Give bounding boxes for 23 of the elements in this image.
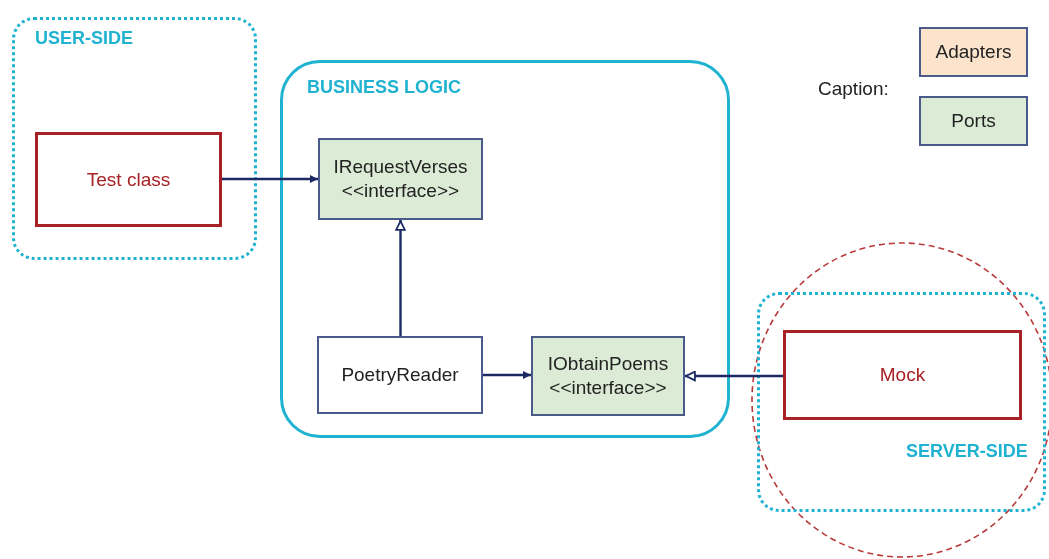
caption-label: Caption:: [818, 78, 889, 100]
class-box: [317, 336, 483, 414]
legend-swatch: Adapters: [919, 27, 1028, 77]
arrow: [222, 175, 318, 183]
arrow: [685, 370, 783, 382]
port-box: [318, 138, 483, 220]
port-box: [531, 336, 685, 416]
region-title: SERVER-SIDE: [906, 441, 1028, 462]
server-side-region: [757, 292, 1046, 512]
class-name: IObtainPoems <<interface>>: [546, 352, 670, 400]
class-name: Mock: [879, 363, 926, 387]
adapter-box: [783, 330, 1022, 420]
region-title: BUSINESS LOGIC: [307, 77, 462, 98]
arrow: [395, 220, 406, 336]
legend-swatch: Ports: [919, 96, 1028, 146]
adapter-box: [35, 132, 222, 227]
class-name: PoetryReader: [341, 363, 459, 387]
arrow: [483, 371, 531, 379]
business-logic-region: [280, 60, 730, 438]
region-title: USER-SIDE: [35, 28, 133, 49]
user-side-region: [12, 17, 257, 260]
class-name: Test class: [86, 167, 171, 192]
class-name: IRequestVerses <<interface>>: [332, 155, 469, 203]
